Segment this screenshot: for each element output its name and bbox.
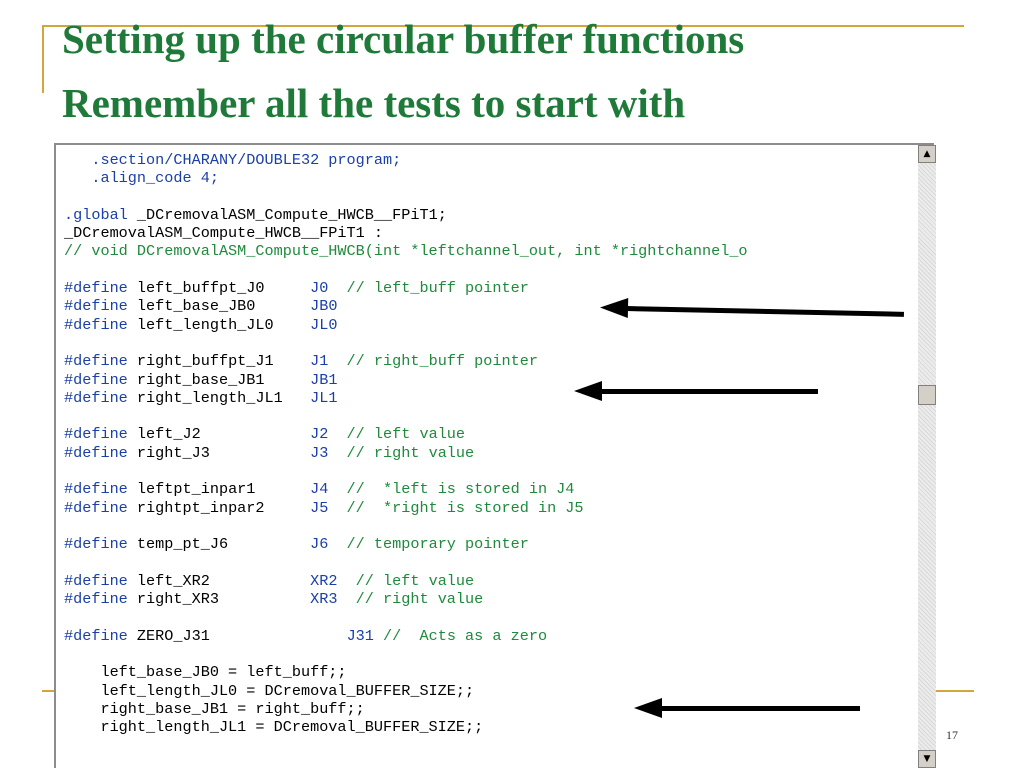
code-line: .align_code 4; [64, 169, 219, 188]
frame-bottom-rule [934, 690, 974, 692]
code-line: #define right_base_JB1 JB1 [64, 370, 338, 389]
code-line: #define left_XR2 XR2 // left value [64, 571, 475, 590]
code-line: #define right_length_JL1 JL1 [64, 388, 338, 407]
code-line: #define right_XR3 XR3 // right value [64, 590, 484, 609]
code-line: #define left_buffpt_J0 J0 // left_buff p… [64, 279, 529, 298]
code-line: #define left_length_JL0 JL0 [64, 315, 338, 334]
page-number: 17 [946, 728, 958, 742]
code-line: #define right_J3 J3 // right value [64, 443, 475, 462]
vertical-scrollbar[interactable]: ▲ ▼ [918, 145, 936, 768]
code-line: // void DCremovalASM_Compute_HWCB(int *l… [64, 242, 748, 261]
slide-title: Setting up the circular buffer functions [62, 16, 745, 62]
code-line: #define rightpt_inpar2 J5 // *right is s… [64, 498, 584, 517]
left-arrow-icon [634, 698, 860, 718]
code-line: left_length_JL0 = DCremoval_BUFFER_SIZE;… [64, 681, 475, 700]
code-line: right_base_JB1 = right_buff;; [64, 699, 365, 718]
left-arrow-icon [574, 381, 818, 401]
code-line: #define right_buffpt_J1 J1 // right_buff… [64, 352, 538, 371]
code-line: .global _DCremovalASM_Compute_HWCB__FPiT… [64, 205, 447, 224]
code-line: .section/CHARANY/DOUBLE32 program; [64, 151, 402, 169]
code-editor-panel[interactable]: .section/CHARANY/DOUBLE32 program; .alig… [54, 143, 934, 768]
code-line: #define left_base_JB0 JB0 [64, 297, 338, 316]
scroll-up-arrow-icon[interactable]: ▲ [918, 145, 936, 163]
scrollbar-thumb[interactable] [918, 385, 936, 405]
frame-left-rule [42, 25, 44, 93]
slide-subtitle: Remember all the tests to start with [62, 80, 686, 126]
frame-top-rule [42, 25, 964, 27]
code-line: left_base_JB0 = left_buff;; [64, 663, 347, 682]
code-line: #define leftpt_inpar1 J4 // *left is sto… [64, 480, 575, 499]
frame-bottom-rule-left [42, 690, 54, 692]
code-listing: .section/CHARANY/DOUBLE32 program; .alig… [64, 151, 748, 737]
scroll-down-arrow-icon[interactable]: ▼ [918, 750, 936, 768]
code-line: _DCremovalASM_Compute_HWCB__FPiT1 : [64, 224, 383, 243]
code-line: #define ZERO_J31 J31 // Acts as a zero [64, 626, 548, 645]
code-line: right_length_JL1 = DCremoval_BUFFER_SIZE… [64, 718, 484, 737]
code-line: #define left_J2 J2 // left value [64, 425, 466, 444]
code-line: #define temp_pt_J6 J6 // temporary point… [64, 535, 529, 554]
